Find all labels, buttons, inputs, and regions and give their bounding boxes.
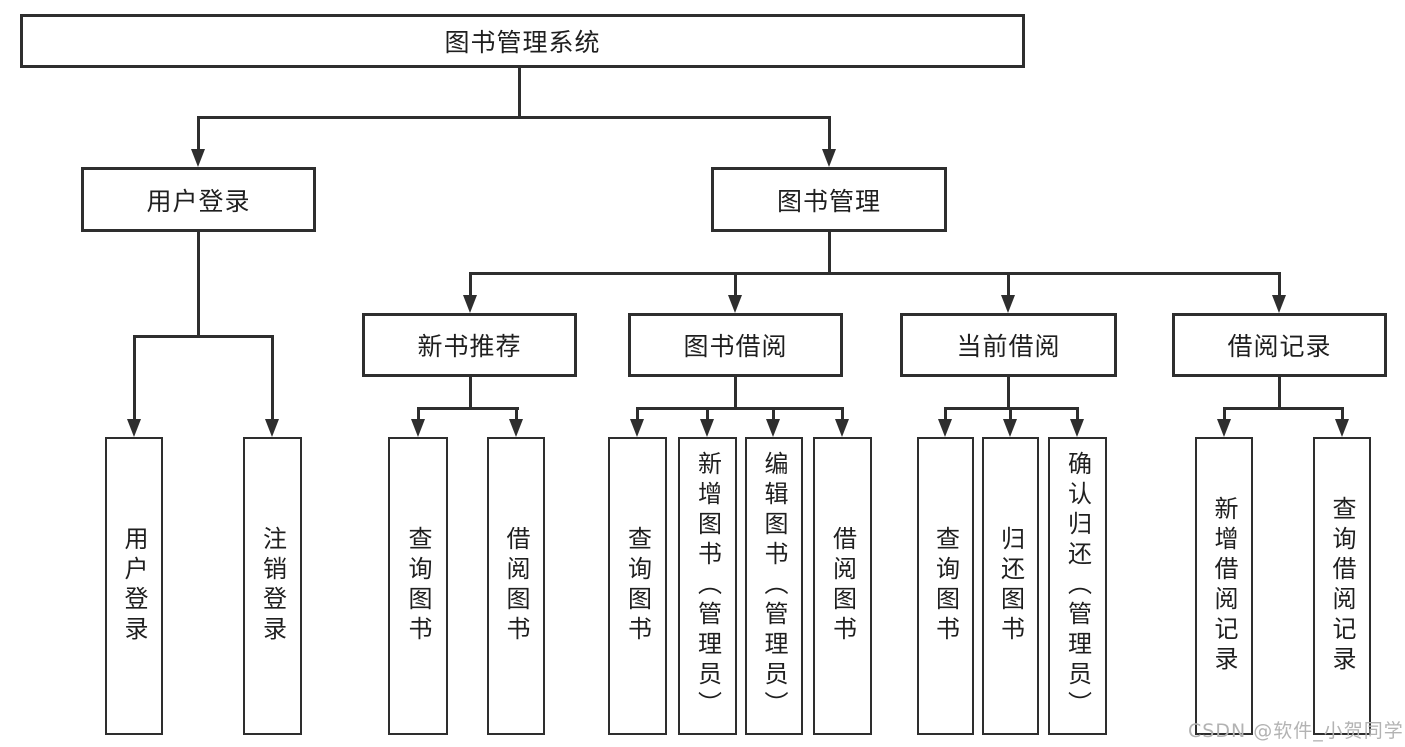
connector-borrow-stem	[734, 377, 737, 410]
connector-root-rail	[197, 116, 831, 119]
node-library-management-system: 图书管理系统	[20, 14, 1025, 68]
connector-drop-book-mgmt	[828, 116, 831, 150]
arrowhead-br-add	[1217, 419, 1231, 437]
node-current-borrowing: 当前借阅	[900, 313, 1117, 377]
leaf-query-books-borrowing: 查询图书	[608, 437, 667, 735]
leaf-return-books: 归还图书	[982, 437, 1039, 735]
connector-drop-nb-query	[417, 407, 420, 421]
arrowhead-borrow-record	[1272, 295, 1286, 313]
connector-drop-bb-edit	[772, 407, 775, 421]
arrowhead-login-leaf	[127, 419, 141, 437]
connector-borrow-rail	[636, 407, 844, 410]
connector-user-stem	[197, 232, 200, 338]
connector-drop-bb-add	[706, 407, 709, 421]
connector-drop-cb-confirm	[1076, 407, 1079, 421]
leaf-edit-books-admin: 编辑图书（管理员）	[745, 437, 803, 735]
connector-drop-bb-borrow	[841, 407, 844, 421]
csdn-watermark: CSDN @软件_小贺同学	[1188, 720, 1404, 742]
connector-drop-br-add	[1223, 407, 1226, 421]
arrowhead-book-mgmt	[822, 149, 836, 167]
node-new-book-recommend: 新书推荐	[362, 313, 577, 377]
node-book-borrowing: 图书借阅	[628, 313, 843, 377]
leaf-query-borrow-record: 查询借阅记录	[1313, 437, 1371, 735]
connector-drop-bb-query	[636, 407, 639, 421]
connector-drop-new-book	[469, 272, 472, 296]
connector-drop-user-login	[197, 116, 200, 150]
connector-drop-current-borrow	[1007, 272, 1010, 296]
leaf-user-login: 用户登录	[105, 437, 163, 735]
connector-newbook-stem	[469, 377, 472, 410]
arrowhead-cb-query	[938, 419, 952, 437]
arrowhead-book-borrow	[728, 295, 742, 313]
connector-record-rail	[1223, 407, 1344, 410]
leaf-add-books-admin: 新增图书（管理员）	[678, 437, 737, 735]
arrowhead-current-borrow	[1001, 295, 1015, 313]
arrowhead-nb-borrow	[509, 419, 523, 437]
arrowhead-new-book	[463, 295, 477, 313]
arrowhead-logout-leaf	[265, 419, 279, 437]
connector-drop-cb-return	[1009, 407, 1012, 421]
connector-newbook-rail	[417, 407, 519, 410]
connector-mgmt-stem	[828, 232, 831, 275]
leaf-query-books-recommend: 查询图书	[388, 437, 448, 735]
leaf-logout: 注销登录	[243, 437, 302, 735]
connector-drop-book-borrow	[734, 272, 737, 296]
connector-drop-cb-query	[944, 407, 947, 421]
leaf-confirm-return-admin: 确认归还（管理员）	[1048, 437, 1107, 735]
arrowhead-user-login	[191, 149, 205, 167]
arrowhead-bb-edit	[766, 419, 780, 437]
node-user-login: 用户登录	[81, 167, 316, 232]
node-book-management: 图书管理	[711, 167, 947, 232]
connector-root-stem	[518, 68, 521, 118]
arrowhead-cb-return	[1003, 419, 1017, 437]
arrowhead-br-query	[1335, 419, 1349, 437]
connector-drop-logout-leaf	[271, 335, 274, 420]
connector-mgmt-rail	[469, 272, 1281, 275]
connector-drop-nb-borrow	[515, 407, 518, 421]
connector-user-rail	[133, 335, 274, 338]
connector-drop-borrow-record	[1278, 272, 1281, 296]
leaf-query-books-current: 查询图书	[917, 437, 974, 735]
arrowhead-nb-query	[411, 419, 425, 437]
arrowhead-bb-add	[700, 419, 714, 437]
connector-current-stem	[1007, 377, 1010, 410]
leaf-add-borrow-record: 新增借阅记录	[1195, 437, 1253, 735]
leaf-borrow-books-recommend: 借阅图书	[487, 437, 545, 735]
connector-drop-login-leaf	[133, 335, 136, 420]
connector-drop-br-query	[1341, 407, 1344, 421]
arrowhead-cb-confirm	[1070, 419, 1084, 437]
arrowhead-bb-query	[630, 419, 644, 437]
connector-record-stem	[1278, 377, 1281, 410]
node-borrowing-records: 借阅记录	[1172, 313, 1387, 377]
leaf-borrow-books-borrowing: 借阅图书	[813, 437, 872, 735]
arrowhead-bb-borrow	[835, 419, 849, 437]
